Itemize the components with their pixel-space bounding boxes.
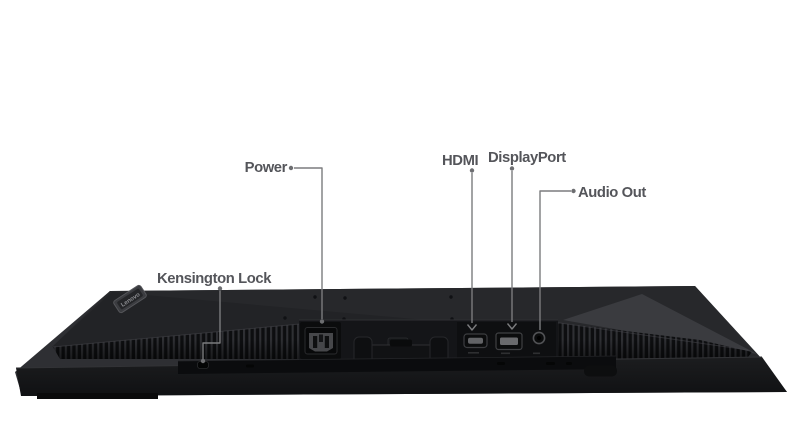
audio-out-leader-line	[539, 190, 571, 330]
hdmi-arrowhead	[466, 324, 478, 331]
audio-out-jack	[532, 331, 546, 345]
displayport-arrowhead	[506, 323, 518, 330]
rear-panel-right-facet	[563, 294, 757, 354]
audio-out-label-dot	[571, 188, 576, 194]
callout-dots	[200, 165, 576, 364]
port-engravings	[468, 352, 540, 355]
foot-shadow	[37, 393, 158, 399]
label-displayport: DisplayPort	[488, 150, 566, 166]
kensington-label-dot	[217, 286, 223, 291]
power-leader-line	[294, 167, 323, 319]
screw-holes	[283, 295, 454, 321]
ports-panel	[457, 322, 556, 361]
power-label-dot	[288, 165, 294, 171]
label-power: Power	[245, 160, 288, 176]
hdmi-label-dot	[469, 168, 475, 173]
hdmi-port	[463, 333, 488, 349]
callout-lines	[202, 167, 571, 359]
label-hdmi: HDMI	[442, 153, 478, 169]
power-inlet	[300, 322, 341, 359]
bottom-bar	[177, 355, 617, 377]
displayport-port	[495, 332, 523, 351]
kensington-leader-line	[202, 291, 221, 359]
kensington-end-dot	[200, 358, 206, 364]
displayport-label-dot	[509, 166, 515, 171]
label-audio-out: Audio Out	[578, 185, 646, 201]
rear-panel-left-facet	[52, 292, 470, 347]
label-kensington-lock: Kensington Lock	[157, 271, 272, 287]
bottom-bar-notch	[584, 365, 617, 377]
power-end-dot	[319, 319, 325, 324]
